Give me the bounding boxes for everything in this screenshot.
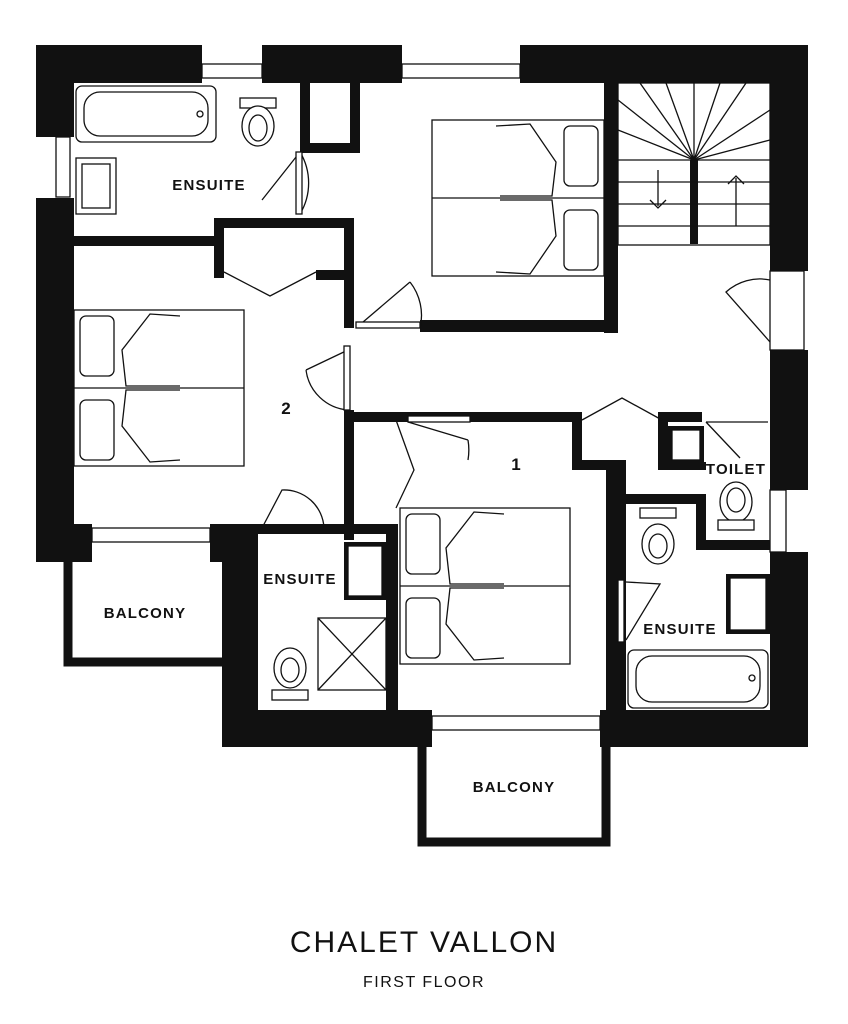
staircase xyxy=(617,82,771,246)
room-labels: ENSUITE 2 1 TOILET ENSUITE ENSUITE BALCO… xyxy=(104,177,766,796)
room-label-balcony-bottom: BALCONY xyxy=(473,779,556,796)
door-landing-right xyxy=(725,278,771,343)
wc-right xyxy=(641,523,675,565)
room-label-bedroom-2: 2 xyxy=(281,399,290,418)
beds xyxy=(73,119,605,665)
bed-top xyxy=(431,119,605,277)
door-bedroom2-closet xyxy=(223,271,317,297)
door-toilet xyxy=(705,421,768,459)
bathtub-right xyxy=(627,649,769,709)
wc-middle xyxy=(273,647,307,689)
room-label-ensuite-top: ENSUITE xyxy=(172,177,245,194)
door-hall-double xyxy=(581,397,663,421)
sink-top xyxy=(75,157,117,215)
door-ensuite-right xyxy=(625,581,662,641)
balcony-bottom-outline xyxy=(417,720,611,847)
balcony-left-outline xyxy=(63,546,226,667)
door-ensuite-top xyxy=(261,151,310,215)
door-bedroom3 xyxy=(355,281,423,329)
bed-bedroom2 xyxy=(73,309,245,467)
door-bedroom1-closet xyxy=(395,419,415,509)
windows xyxy=(55,63,805,731)
bathroom-fixtures xyxy=(75,85,770,709)
room-label-ensuite-right: ENSUITE xyxy=(643,621,716,638)
plan-subtitle: FIRST FLOOR xyxy=(363,974,485,991)
floor-plan: ENSUITE 2 1 TOILET ENSUITE ENSUITE BALCO… xyxy=(36,45,808,847)
bed-bedroom1 xyxy=(399,507,571,665)
bathtub-top xyxy=(75,85,217,143)
doors xyxy=(223,151,771,643)
balconies xyxy=(63,546,611,847)
room-label-balcony-left: BALCONY xyxy=(104,605,187,622)
plan-title: CHALET VALLON xyxy=(289,926,559,959)
exterior-walls xyxy=(36,45,808,747)
room-label-bedroom-1: 1 xyxy=(511,455,520,474)
door-bedroom1 xyxy=(407,421,470,461)
door-bedroom2 xyxy=(305,349,349,411)
room-label-ensuite-middle: ENSUITE xyxy=(263,571,336,588)
door-ensuite-middle xyxy=(261,489,325,529)
room-label-toilet: TOILET xyxy=(706,461,766,478)
